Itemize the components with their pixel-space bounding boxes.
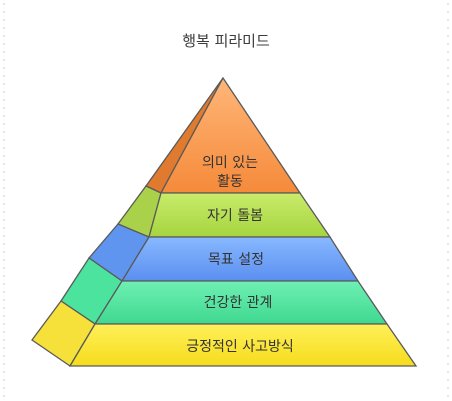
level-label: 목표 설정 — [208, 252, 264, 268]
pyramid-level-self-care: 자기 돌봄 — [116, 185, 332, 238]
left-dotted-border — [3, 0, 5, 401]
diagram-title: 행복 피라미드 — [182, 32, 270, 50]
pyramid-level-goal-setting: 목표 설정 — [88, 223, 360, 282]
level-label: 건강한 관계 — [204, 295, 273, 311]
level-label: 자기 돌봄 — [207, 208, 263, 224]
level-label: 긍정적인 사고방식 — [186, 339, 294, 355]
pyramid-level-meaningful-activity: 의미 있는 활동 — [145, 76, 302, 194]
pyramid-level-positive-mindset: 긍정적인 사고방식 — [31, 300, 418, 367]
level-front-face — [68, 323, 418, 367]
level-label-line-2: 활동 — [217, 174, 243, 190]
level-label-line-1: 의미 있는 — [202, 155, 258, 171]
right-dotted-border — [447, 0, 449, 401]
